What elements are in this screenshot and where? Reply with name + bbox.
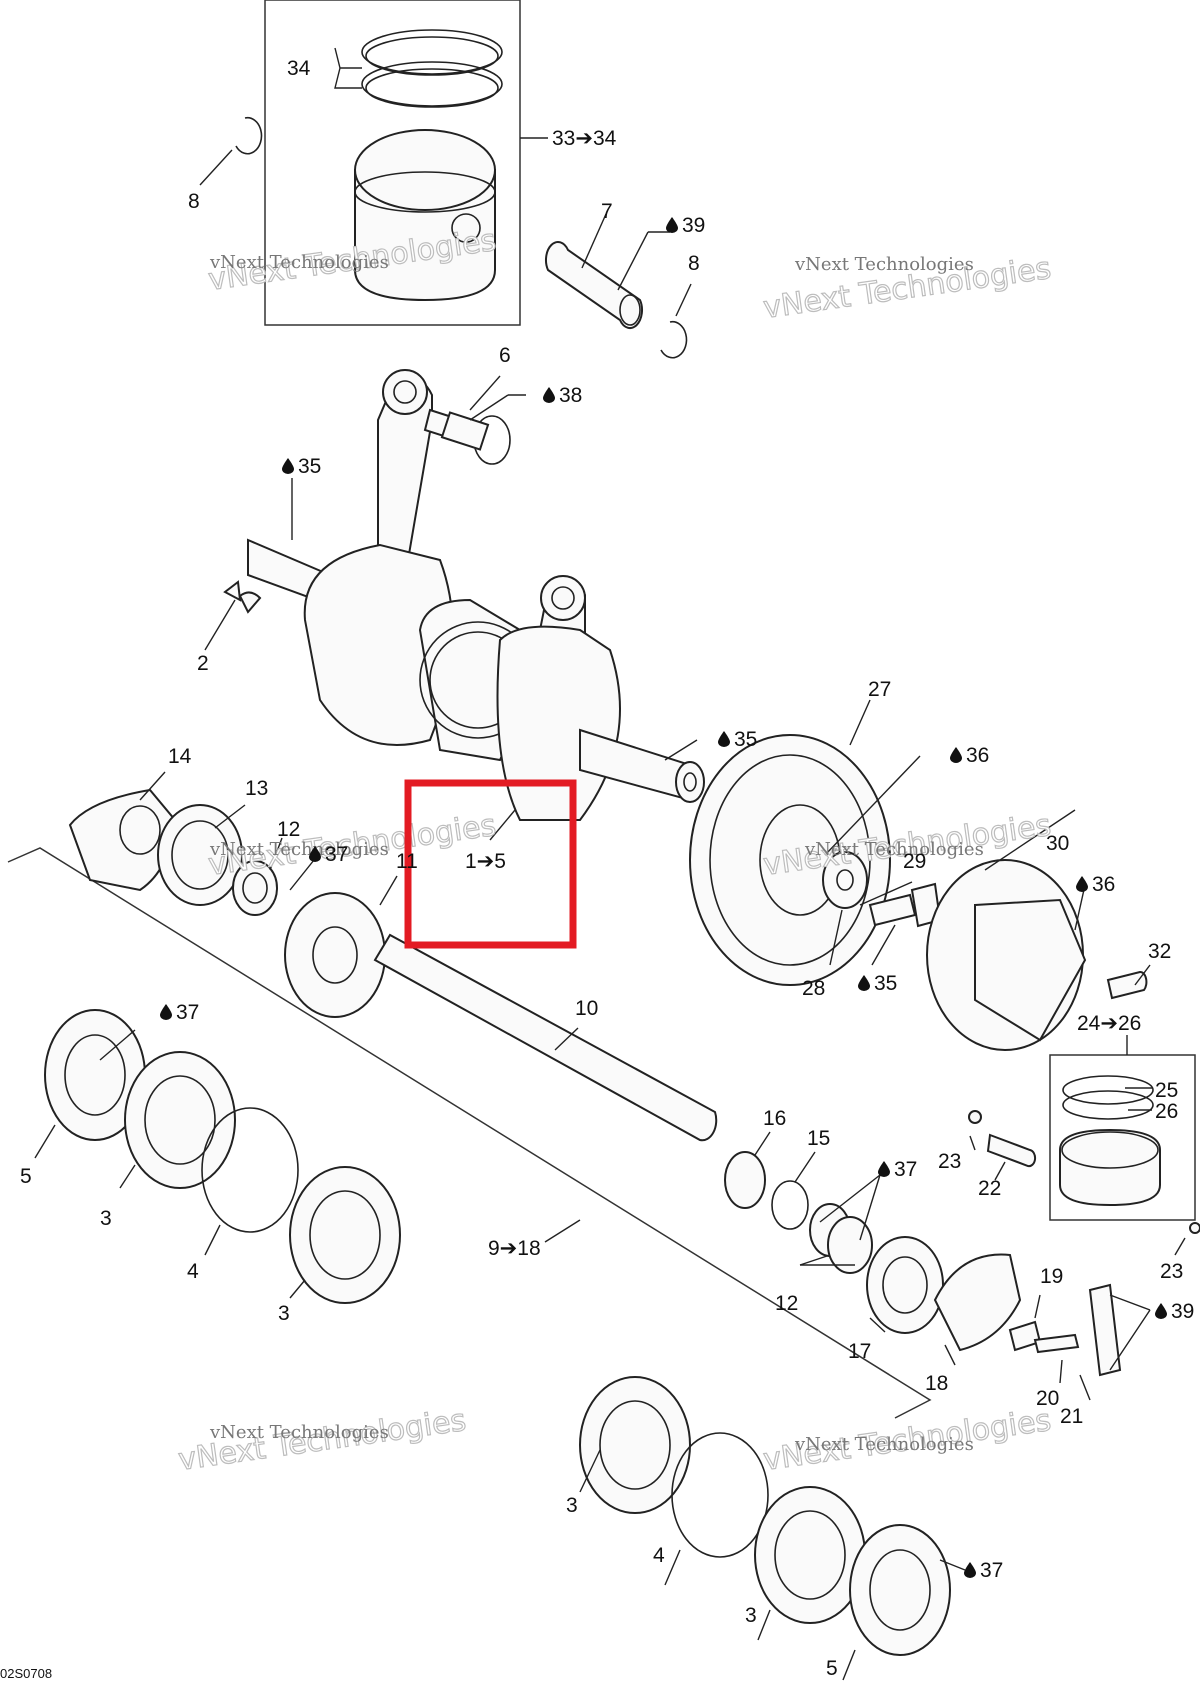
callout-23: 23 <box>938 1150 961 1173</box>
crankshaft-assembly <box>223 369 705 821</box>
callout-3: 3 <box>566 1494 578 1517</box>
oil-callout-35: 35 <box>874 972 897 995</box>
callout-11: 11 <box>396 850 418 873</box>
oil-callout-37: 37 <box>894 1158 917 1181</box>
watermark-small: vNext Technologies <box>804 839 984 860</box>
piston-assembly <box>264 0 548 326</box>
oil-callout-35: 35 <box>298 455 321 478</box>
callout-10: 10 <box>575 997 598 1020</box>
oil-callout-35: 35 <box>734 728 757 751</box>
callout-5: 5 <box>826 1657 838 1680</box>
callout-21: 21 <box>1060 1405 1083 1428</box>
balancer-shaft-group <box>7 788 1200 1419</box>
callout-12: 12 <box>775 1292 798 1315</box>
callout-15: 15 <box>807 1127 830 1150</box>
callout-13: 13 <box>245 777 268 800</box>
oil-drop-icon <box>964 1562 976 1578</box>
callout-2: 2 <box>197 652 209 675</box>
callout-4: 4 <box>187 1260 199 1283</box>
callout-6: 6 <box>499 344 511 367</box>
callout-3: 3 <box>745 1604 757 1627</box>
callout-9-18: 9➔18 <box>488 1237 541 1260</box>
magneto-and-coupling <box>689 734 1196 1221</box>
oil-drop-icon <box>1076 876 1088 892</box>
callout-12: 12 <box>277 818 300 841</box>
oil-drop-icon <box>878 1161 890 1177</box>
callout-30: 30 <box>1046 832 1069 855</box>
leader-lines <box>34 375 1186 1681</box>
bearings-and-seals <box>44 1009 951 1656</box>
callout-17: 17 <box>848 1340 871 1363</box>
watermark-small: vNext Technologies <box>209 839 389 860</box>
oil-drop-icon <box>666 217 678 233</box>
callout-5: 5 <box>20 1165 32 1188</box>
oil-drop-icon <box>160 1004 172 1020</box>
callout-16: 16 <box>763 1107 786 1130</box>
callout-22: 22 <box>978 1177 1001 1200</box>
callout-3: 3 <box>278 1302 290 1325</box>
oil-callout-36: 36 <box>1092 873 1115 896</box>
callout-3: 3 <box>100 1207 112 1230</box>
watermark-small: vNext Technologies <box>794 1434 974 1455</box>
watermark-small: vNext Technologies <box>209 1422 389 1443</box>
piston-pin-parts <box>199 116 692 359</box>
callout-24-26: 24➔26 <box>1077 1012 1141 1035</box>
oil-callout-37: 37 <box>325 843 348 866</box>
callout-20: 20 <box>1036 1387 1059 1410</box>
callout-27: 27 <box>868 678 891 701</box>
callout-33-34: 33➔34 <box>552 127 617 150</box>
callout-19: 19 <box>1040 1265 1063 1288</box>
watermark-small: vNext Technologies <box>794 254 974 275</box>
oil-drop-icon <box>950 747 962 763</box>
callout-23: 23 <box>1160 1260 1183 1283</box>
callout-4: 4 <box>653 1544 665 1567</box>
oil-callout-38: 38 <box>559 384 582 407</box>
oil-callout-39: 39 <box>1171 1300 1194 1323</box>
oil-drop-icon <box>543 387 555 403</box>
oil-callout-39: 39 <box>682 214 705 237</box>
callout-1-5: 1➔5 <box>465 850 506 873</box>
oil-drop-icon <box>858 975 870 991</box>
figure-code: 02S0708 <box>0 1666 52 1681</box>
callout-14: 14 <box>168 745 192 768</box>
callout-32: 32 <box>1148 940 1171 963</box>
callout-8: 8 <box>188 190 200 213</box>
callout-18: 18 <box>925 1372 948 1395</box>
callout-28: 28 <box>802 977 825 1000</box>
oil-drop-icon <box>1155 1303 1167 1319</box>
callout-29: 29 <box>903 850 926 873</box>
highlight-box <box>404 779 577 949</box>
oil-drop-icon <box>282 458 294 474</box>
oil-drop-icon <box>718 731 730 747</box>
oil-callout-36: 36 <box>966 744 989 767</box>
part-labels: 1➔5 2 3 3 3 3 4 4 5 5 6 7 8 8 9➔18 10 11… <box>0 57 1194 1681</box>
callout-8: 8 <box>688 252 700 275</box>
oil-callout-37: 37 <box>980 1559 1003 1582</box>
callout-25: 25 <box>1155 1079 1178 1102</box>
callout-7: 7 <box>601 200 613 223</box>
watermark-small: vNext Technologies <box>209 252 389 273</box>
oil-callout-37: 37 <box>176 1001 199 1024</box>
callout-26: 26 <box>1155 1100 1178 1123</box>
callout-34: 34 <box>287 57 311 80</box>
